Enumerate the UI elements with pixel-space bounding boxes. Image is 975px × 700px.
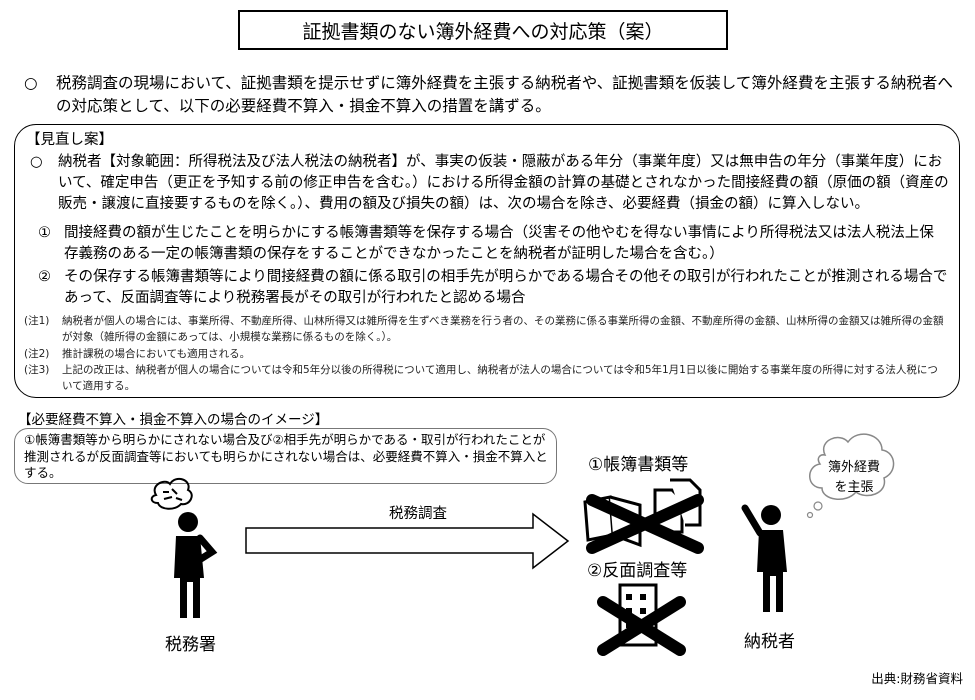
thought-text: 簿外経費を主張: [828, 460, 881, 495]
item2-text: その保存する帳簿書類等により間接経費の額に係る取引の相手先が明らかである場合その…: [64, 269, 948, 306]
note1-text: 納税者が個人の場合には、事業所得、不動産所得、山林所得又は雑所得を生ずべき業務を…: [62, 315, 944, 343]
note2-label: (注2): [24, 348, 50, 360]
page-title-text: 証拠書類のない簿外経費への対応策（案）: [302, 20, 664, 43]
explanation-text: ①帳簿書類等から明らかにされない場合及び②相手先が明らかである・取引が行われたこ…: [24, 432, 548, 480]
books-cross-icon: [586, 494, 704, 554]
counter-investigation-label: ②反面調査等: [587, 561, 688, 581]
note1-label: (注1): [24, 315, 50, 327]
image-heading: 【必要経費不算入・損金不算入の場合のイメージ】: [18, 412, 329, 428]
building-cross-icon: [597, 596, 686, 656]
note3-text: 上記の改正は、納税者が個人の場合については令和5年分以後の所得税について適用し、…: [62, 364, 938, 392]
review-bullet: ○: [30, 154, 43, 170]
note2-text: 推計課税の場合においても適用される。: [62, 348, 251, 360]
review-main-text: 納税者【対象範囲：所得税法及び法人税法の納税者】が、事実の仮装・隠蔽がある年分（…: [58, 154, 949, 212]
item1-text: 間接経費の額が生じたことを明らかにする帳簿書類等を保存する場合（災害その他やむを…: [64, 225, 934, 262]
item2-number: ②: [38, 269, 51, 285]
taxpayer-label: 納税者: [744, 632, 795, 652]
item1-number: ①: [38, 225, 51, 241]
arrow-label: 税務調査: [389, 506, 447, 522]
taxpayer-icon: [741, 504, 787, 612]
tax-official-icon: [150, 477, 218, 618]
thought-cloud-icon: [806, 433, 895, 519]
page-title: 証拠書類のない簿外経費への対応策（案）: [238, 10, 728, 50]
tax-office-label: 税務署: [165, 635, 216, 655]
explanation-bubble: [14, 428, 557, 484]
note3-label: (注3): [24, 364, 50, 376]
books-label: ①帳簿書類等: [588, 455, 689, 475]
investigation-arrow-icon: [245, 512, 570, 570]
intro-text: 税務調査の現場において、証拠書類を提示せずに簿外経費を主張する納税者や、証拠書類…: [56, 74, 953, 115]
review-panel: [14, 124, 960, 398]
review-heading: 【見直し案】: [26, 132, 113, 148]
intro-bullet: ○: [24, 74, 38, 92]
source-caption: 出典:財務省資料: [871, 671, 963, 686]
